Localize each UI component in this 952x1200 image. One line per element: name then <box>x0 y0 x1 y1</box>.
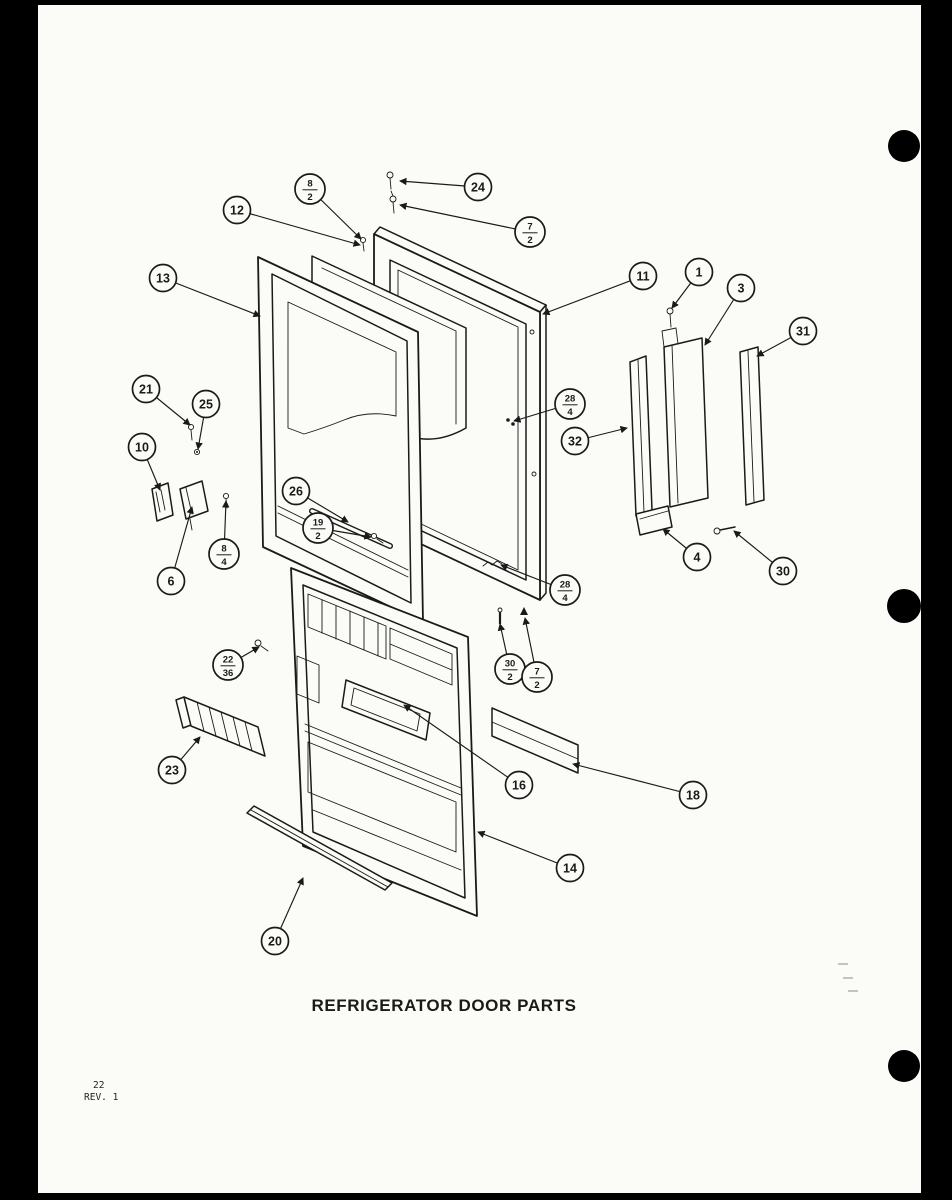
callout-part-number: 26 <box>289 485 303 499</box>
scan-edge-right <box>921 0 952 1200</box>
callout-30-2: 302 <box>494 623 526 685</box>
door-shelf-tray <box>341 679 431 741</box>
callout-part-number: 13 <box>156 272 170 286</box>
callout-part-number: 31 <box>796 325 810 339</box>
scan-edge-top <box>0 0 952 5</box>
callout-quantity: 2 <box>527 235 532 246</box>
callout-part-number: 10 <box>135 441 149 455</box>
callout-part-number: 22 <box>223 655 234 666</box>
callout-part-number: 7 <box>527 222 532 233</box>
binder-hole-mark <box>887 589 921 623</box>
callout-21: 21 <box>131 374 191 426</box>
callout-18: 18 <box>572 762 708 810</box>
binder-hole-mark <box>888 130 920 162</box>
callout-1: 1 <box>671 257 714 309</box>
paper <box>38 5 921 1193</box>
bottom-trim-strip <box>246 805 393 891</box>
callout-part-number: 4 <box>694 551 701 565</box>
callout-quantity: 4 <box>567 407 573 418</box>
callout-part-number: 24 <box>471 181 485 195</box>
callout-quantity: 2 <box>507 672 512 683</box>
diagram-title: REFRIGERATOR DOOR PARTS <box>311 996 577 1015</box>
refrigerator-inner-door-panel <box>290 567 478 917</box>
callout-quantity: 2 <box>534 680 539 691</box>
callout-7-2-b: 72 <box>521 617 553 693</box>
scan-artifacts <box>838 963 858 992</box>
page-number: 22 <box>93 1080 105 1091</box>
callout-26: 26 <box>281 476 349 523</box>
scan-edge-bottom <box>0 1193 952 1200</box>
handle-grille <box>175 696 266 757</box>
callout-12: 12 <box>222 195 361 247</box>
callout-part-number: 20 <box>268 935 282 949</box>
callout-24: 24 <box>399 172 493 202</box>
callout-3: 3 <box>704 273 756 346</box>
callout-7-2-top: 72 <box>399 202 546 248</box>
door-trim-piece <box>491 707 579 774</box>
callout-quantity: 2 <box>307 192 312 203</box>
callout-part-number: 19 <box>313 518 324 529</box>
callout-6: 6 <box>156 506 194 596</box>
hinge-bracket-strips <box>629 307 765 536</box>
callout-4: 4 <box>662 528 712 572</box>
callout-part-number: 18 <box>686 789 700 803</box>
callout-quantity: 2 <box>315 531 320 542</box>
callout-part-number: 30 <box>505 659 516 670</box>
callout-part-number: 28 <box>560 580 571 591</box>
page-footer: 22 REV. 1 <box>84 1080 118 1105</box>
callout-part-number: 8 <box>307 179 312 190</box>
callout-10: 10 <box>127 432 161 491</box>
callout-28-4-b: 284 <box>500 563 581 606</box>
binder-hole-mark <box>888 1050 920 1082</box>
callout-quantity: 36 <box>223 668 234 679</box>
callout-part-number: 14 <box>563 862 577 876</box>
callout-part-number: 1 <box>696 266 703 280</box>
callout-25: 25 <box>191 389 221 450</box>
callout-16: 16 <box>403 704 534 800</box>
callout-part-number: 30 <box>776 565 790 579</box>
callout-part-number: 28 <box>565 394 576 405</box>
callout-19-2: 192 <box>302 512 372 544</box>
callout-30: 30 <box>733 530 798 586</box>
callout-14: 14 <box>477 830 585 883</box>
misc-fasteners <box>254 418 528 652</box>
callout-8-4: 84 <box>208 500 240 570</box>
callout-part-number: 12 <box>230 204 244 218</box>
callout-13: 13 <box>148 263 261 318</box>
binder-hole-marks <box>887 130 921 1082</box>
callout-part-number: 7 <box>534 667 539 678</box>
callout-part-number: 3 <box>738 282 745 296</box>
callout-quantity: 4 <box>221 557 227 568</box>
callout-32: 32 <box>560 425 628 456</box>
callout-part-number: 6 <box>168 575 175 589</box>
callout-part-number: 32 <box>568 435 582 449</box>
top-fasteners <box>359 171 397 252</box>
callout-11: 11 <box>542 261 658 316</box>
callout-part-number: 21 <box>139 383 153 397</box>
callout-quantity: 4 <box>562 593 568 604</box>
callout-part-number: 23 <box>165 764 179 778</box>
revision-label: REV. 1 <box>84 1092 119 1104</box>
callout-31: 31 <box>756 316 818 357</box>
scan-edge-left <box>0 0 38 1200</box>
callout-23: 23 <box>157 736 201 785</box>
callout-part-number: 16 <box>512 779 526 793</box>
freezer-inner-door-panel <box>257 256 424 623</box>
callout-28-4-a: 284 <box>513 388 586 423</box>
callout-8-2: 82 <box>294 173 362 240</box>
callout-part-number: 8 <box>221 544 226 555</box>
callout-part-number: 11 <box>636 270 649 284</box>
callout-part-number: 25 <box>199 398 213 412</box>
callout-20: 20 <box>260 877 304 956</box>
